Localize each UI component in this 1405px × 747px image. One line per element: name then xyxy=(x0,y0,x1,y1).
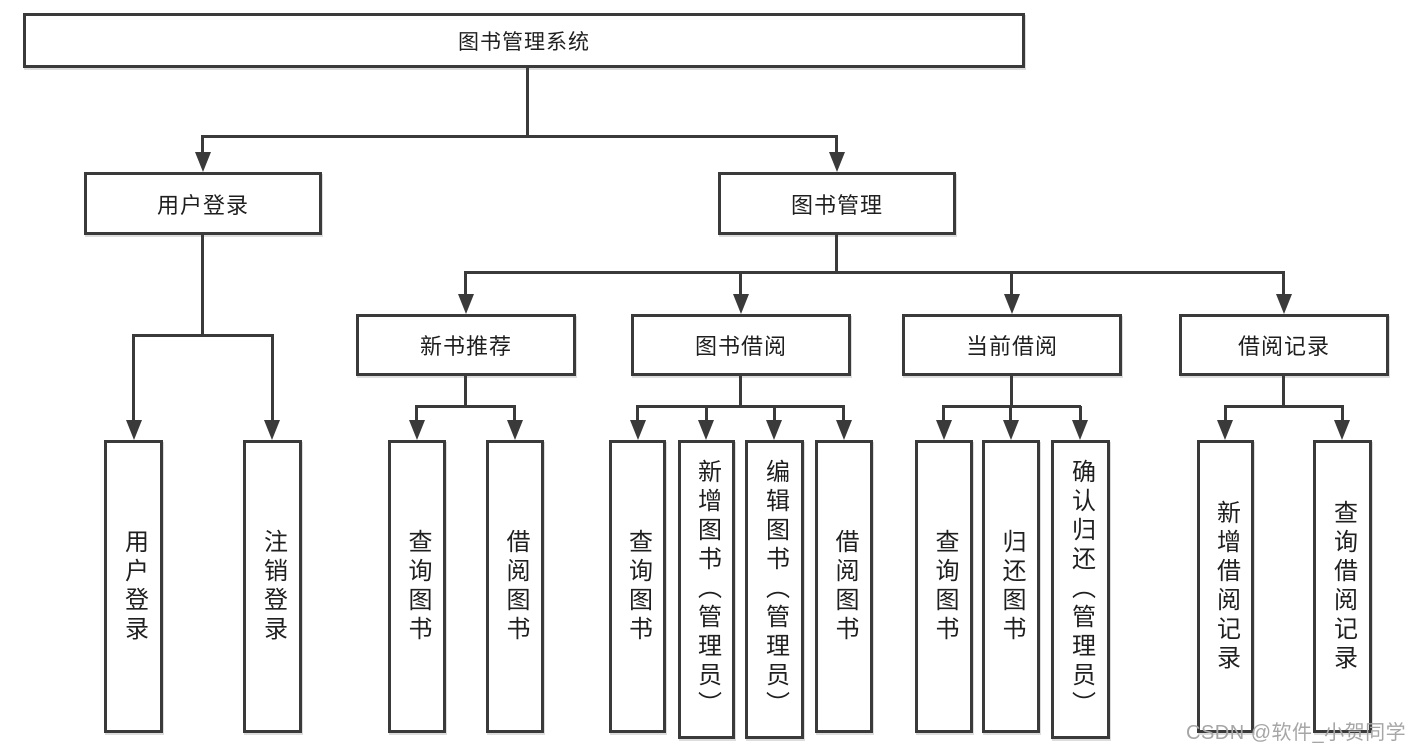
connector-line xyxy=(415,405,516,408)
connector-line xyxy=(513,406,516,420)
leaf-return-books: 归还图书 xyxy=(982,440,1040,733)
connector-line xyxy=(636,406,639,420)
leaf-query-books-1: 查询图书 xyxy=(388,440,446,733)
connector-line xyxy=(1282,272,1285,294)
node-label: 借阅记录 xyxy=(1237,334,1330,359)
connector-line xyxy=(842,406,845,420)
connector-line xyxy=(464,272,467,294)
connector-line xyxy=(201,136,204,152)
leaf-edit-books-admin: 编辑图书（管理员） xyxy=(745,440,804,739)
connector-line xyxy=(201,235,204,335)
node-label: 确认归还（管理员） xyxy=(1067,459,1095,720)
arrow-down-icon xyxy=(1334,420,1350,440)
leaf-add-books-admin: 新增图书（管理员） xyxy=(678,440,735,739)
arrow-down-icon xyxy=(766,420,782,440)
node-label: 查询借阅记录 xyxy=(1329,499,1357,674)
arrow-down-icon xyxy=(409,420,425,440)
node-user-login-branch: 用户登录 xyxy=(84,172,322,235)
connector-line xyxy=(1282,376,1285,406)
node-label: 注销登录 xyxy=(259,528,287,645)
connector-line xyxy=(942,406,945,420)
arrow-down-icon xyxy=(126,420,142,440)
node-label: 查询图书 xyxy=(931,528,958,645)
leaf-query-books-3: 查询图书 xyxy=(915,440,973,733)
leaf-borrow-books-2: 借阅图书 xyxy=(815,440,873,733)
arrow-down-icon xyxy=(458,294,474,314)
watermark: CSDN @软件_小贺同学 xyxy=(1186,722,1405,744)
connector-line xyxy=(636,405,845,408)
connector-line xyxy=(835,235,838,272)
arrow-down-icon xyxy=(1217,420,1233,440)
node-label: 用户登录 xyxy=(120,528,148,645)
leaf-user-login: 用户登录 xyxy=(104,440,163,733)
arrow-down-icon xyxy=(836,420,852,440)
arrow-down-icon xyxy=(1004,294,1020,314)
arrow-down-icon xyxy=(1072,420,1088,440)
node-current-borrowing: 当前借阅 xyxy=(902,314,1122,376)
connector-line xyxy=(464,376,467,406)
node-library-management-system: 图书管理系统 xyxy=(23,13,1025,68)
node-new-book-recommend: 新书推荐 xyxy=(356,314,576,376)
connector-line xyxy=(415,406,418,420)
leaf-query-books-2: 查询图书 xyxy=(609,440,666,733)
arrow-down-icon xyxy=(195,152,211,172)
arrow-down-icon xyxy=(507,420,523,440)
node-label: 图书管理系统 xyxy=(458,30,590,54)
connector-line xyxy=(1079,406,1082,420)
node-label: 借阅图书 xyxy=(502,528,529,645)
connector-line xyxy=(201,135,838,138)
connector-line xyxy=(132,335,135,420)
connector-line xyxy=(739,272,742,294)
node-label: 图书管理 xyxy=(790,192,883,218)
arrow-down-icon xyxy=(1003,420,1019,440)
node-label: 当前借阅 xyxy=(965,334,1058,359)
node-label: 用户登录 xyxy=(156,192,249,218)
connector-line xyxy=(1010,272,1013,294)
leaf-add-borrow-record: 新增借阅记录 xyxy=(1197,440,1254,733)
connector-line xyxy=(464,271,1285,274)
arrow-down-icon xyxy=(698,420,714,440)
connector-line xyxy=(739,376,742,406)
node-label: 归还图书 xyxy=(998,528,1025,645)
arrow-down-icon xyxy=(829,152,845,172)
node-label: 编辑图书（管理员） xyxy=(761,459,789,720)
connector-line xyxy=(705,406,708,420)
connector-line xyxy=(271,335,274,420)
connector-line xyxy=(1010,376,1013,406)
arrow-down-icon xyxy=(630,420,646,440)
node-book-management-branch: 图书管理 xyxy=(718,172,956,235)
connector-line xyxy=(132,334,274,337)
node-label: 新书推荐 xyxy=(419,334,512,359)
arrow-down-icon xyxy=(733,294,749,314)
node-label: 新增图书（管理员） xyxy=(693,459,721,720)
node-borrowing-records: 借阅记录 xyxy=(1179,314,1389,376)
connector-line xyxy=(1224,405,1344,408)
connector-line xyxy=(1009,406,1012,420)
connector-line xyxy=(526,68,529,136)
node-label: 查询图书 xyxy=(404,528,431,645)
leaf-confirm-return-admin: 确认归还（管理员） xyxy=(1051,440,1110,739)
connector-line xyxy=(1224,406,1227,420)
leaf-query-borrow-record: 查询借阅记录 xyxy=(1313,440,1372,733)
arrow-down-icon xyxy=(936,420,952,440)
arrow-down-icon xyxy=(264,420,280,440)
node-label: 图书借阅 xyxy=(694,334,787,359)
leaf-logout: 注销登录 xyxy=(243,440,302,733)
node-label: 借阅图书 xyxy=(831,528,858,645)
connector-line xyxy=(835,136,838,152)
arrow-down-icon xyxy=(1276,294,1292,314)
connector-line xyxy=(1341,406,1344,420)
node-label: 新增借阅记录 xyxy=(1212,499,1240,674)
leaf-borrow-books-1: 借阅图书 xyxy=(486,440,544,733)
node-book-borrowing: 图书借阅 xyxy=(631,314,851,376)
node-label: 查询图书 xyxy=(624,528,652,645)
connector-line xyxy=(773,406,776,420)
